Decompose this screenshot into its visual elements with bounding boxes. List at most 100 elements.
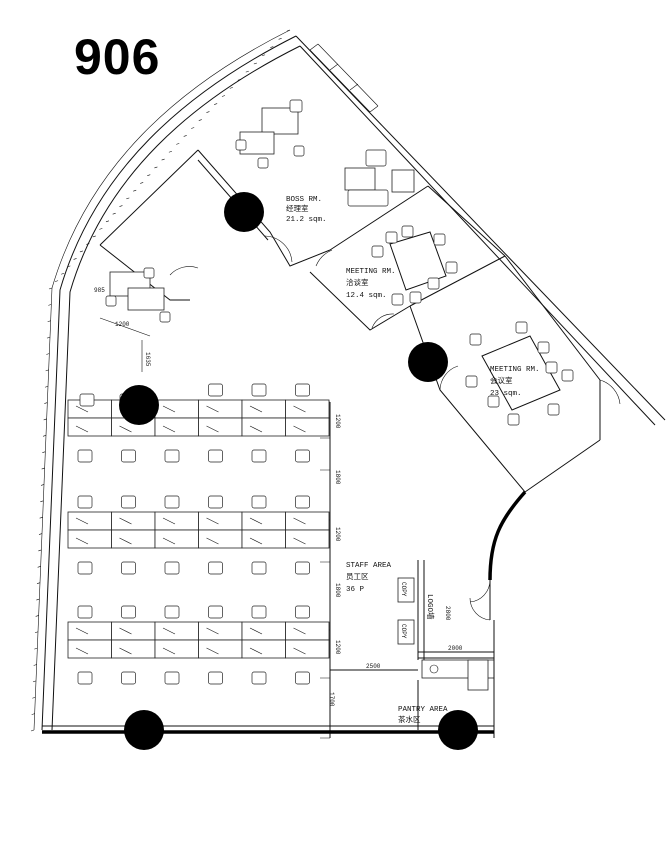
workstation-keyboard bbox=[75, 405, 89, 413]
workstation-chair bbox=[295, 605, 310, 619]
facade-tick bbox=[154, 166, 158, 169]
workstation-desk bbox=[111, 621, 156, 641]
workstation-chair bbox=[251, 561, 267, 575]
facade-tick bbox=[39, 516, 43, 519]
facade-tick bbox=[229, 87, 233, 89]
workstation-desk bbox=[67, 621, 112, 641]
facade-tick bbox=[42, 451, 46, 453]
workstation-keyboard bbox=[75, 627, 89, 635]
dim-1700: 1700 bbox=[328, 692, 335, 707]
large-meeting-room-name-cn: 会议室 bbox=[490, 375, 513, 386]
workstation-keyboard bbox=[119, 537, 132, 545]
workstation-chair bbox=[208, 671, 223, 685]
workstation-keyboard bbox=[162, 425, 176, 433]
workstation-keyboard bbox=[249, 537, 263, 545]
facade-tick bbox=[30, 729, 35, 732]
workstation-chair bbox=[208, 605, 223, 619]
workstation-desk bbox=[285, 511, 330, 531]
column-boss bbox=[224, 192, 264, 232]
column-staff bbox=[119, 385, 159, 425]
unit-number: 906 bbox=[74, 29, 161, 85]
facade-tick bbox=[35, 615, 39, 617]
workstation-chair bbox=[251, 449, 267, 463]
workstation-desk bbox=[241, 639, 286, 659]
workstation-keyboard bbox=[119, 517, 132, 525]
facade-tick bbox=[45, 369, 49, 372]
small-meeting-room-name: MEETING RM. bbox=[346, 268, 396, 276]
facade-tick bbox=[86, 243, 90, 245]
facade-tick bbox=[44, 385, 49, 388]
boss-room-area: 21.2 sqm. bbox=[286, 216, 327, 224]
column-meeting bbox=[408, 342, 448, 382]
small-meeting-room-area: 12.4 sqm. bbox=[346, 292, 387, 300]
facade-tick bbox=[73, 258, 77, 260]
workstation-chair bbox=[295, 383, 310, 397]
workstation-keyboard bbox=[206, 647, 219, 655]
workstation-chair bbox=[208, 561, 223, 575]
workstation-keyboard bbox=[206, 517, 219, 525]
workstation-keyboard bbox=[119, 627, 132, 635]
facade-tick bbox=[42, 435, 47, 437]
workstation-chair bbox=[251, 383, 267, 397]
workstation-keyboard bbox=[249, 517, 263, 525]
workstation-keyboard bbox=[75, 647, 89, 655]
workstation-desk bbox=[241, 529, 286, 549]
facade-tick bbox=[261, 54, 266, 57]
entrance bbox=[469, 490, 527, 738]
workstation-chair bbox=[164, 561, 180, 575]
large-meeting-room-name: MEETING RM. bbox=[490, 366, 540, 374]
workstation-chair bbox=[164, 495, 180, 509]
copier-1-label: COPY bbox=[400, 582, 407, 597]
facade-tick bbox=[270, 46, 274, 48]
workstation-keyboard bbox=[293, 405, 306, 413]
workstation-desk bbox=[198, 511, 243, 531]
workstation-chair bbox=[121, 605, 136, 619]
workstation-desk bbox=[154, 399, 199, 419]
workstation-chair bbox=[251, 671, 267, 685]
workstation-keyboard bbox=[119, 647, 132, 655]
workstation-desk bbox=[285, 399, 330, 419]
workstation-desk bbox=[198, 639, 243, 659]
workstation-keyboard bbox=[206, 425, 219, 433]
workstation-desk bbox=[111, 639, 156, 659]
workstation-chair bbox=[295, 561, 310, 575]
workstation-chair bbox=[121, 561, 136, 575]
workstation-keyboard bbox=[162, 647, 176, 655]
workstation-chair bbox=[251, 605, 267, 619]
workstation-keyboard bbox=[206, 537, 219, 545]
diagonal-exterior-wall bbox=[295, 35, 666, 426]
workstation-chair bbox=[251, 495, 267, 509]
workstation-desk bbox=[285, 529, 330, 549]
workstation-desk bbox=[285, 621, 330, 641]
workstation-keyboard bbox=[206, 405, 219, 413]
facade-tick bbox=[38, 533, 43, 535]
dim-1200-b: 1200 bbox=[334, 527, 341, 542]
workstation-keyboard bbox=[162, 517, 176, 525]
facade-tick bbox=[31, 713, 35, 715]
facade-tick bbox=[168, 150, 172, 153]
facade-tick bbox=[41, 467, 45, 470]
facade-tick bbox=[119, 205, 123, 207]
facade-tick bbox=[79, 250, 84, 253]
staff-area bbox=[320, 401, 418, 739]
dim-1635: 1635 bbox=[144, 352, 151, 367]
workstation-keyboard bbox=[249, 627, 263, 635]
workstation-chair bbox=[121, 495, 136, 509]
workstation-keyboard bbox=[162, 537, 176, 545]
facade-tick bbox=[34, 647, 38, 650]
facade-tick bbox=[32, 680, 37, 683]
workstation-keyboard bbox=[75, 425, 89, 433]
facade-tick bbox=[99, 228, 103, 230]
large-meeting-room bbox=[409, 255, 621, 493]
workstation-desk bbox=[67, 529, 112, 549]
workstation-chair bbox=[79, 393, 95, 407]
facade-tick bbox=[253, 62, 257, 65]
facade-tick bbox=[40, 484, 45, 486]
workstation-desk bbox=[198, 417, 243, 437]
facade-tick bbox=[140, 182, 144, 184]
facade-tick bbox=[46, 336, 51, 339]
workstation-keyboard bbox=[293, 537, 306, 545]
facade-tick bbox=[47, 320, 51, 323]
workstation-chair bbox=[77, 671, 93, 685]
